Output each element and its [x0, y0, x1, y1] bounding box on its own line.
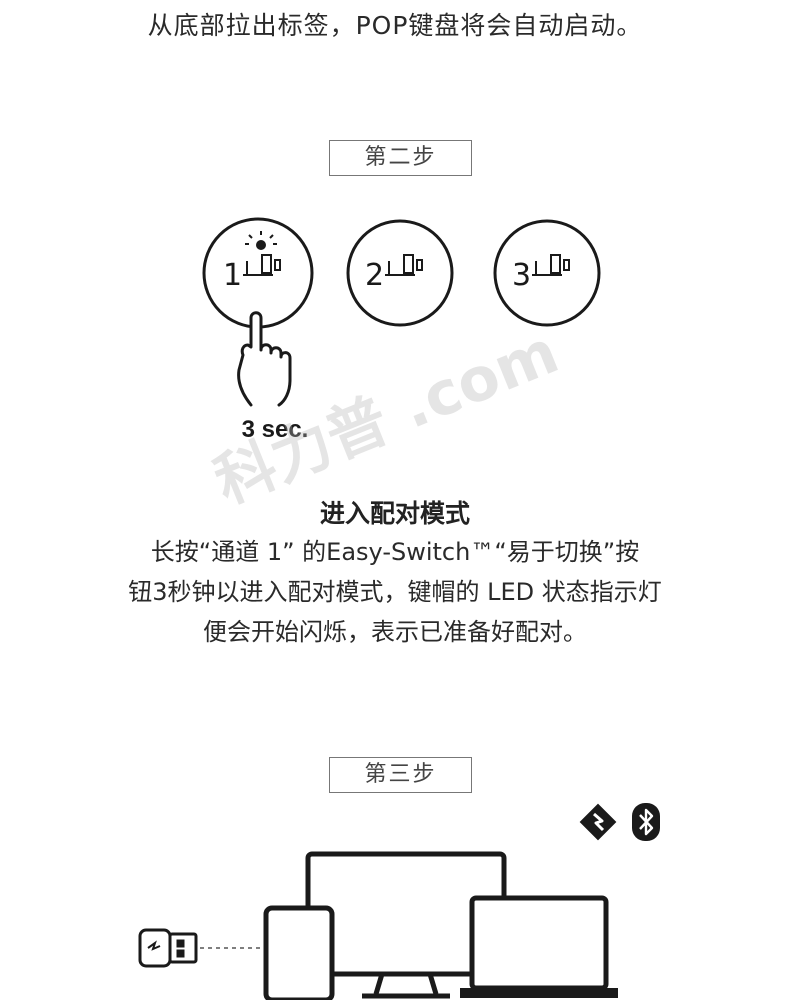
channel-buttons-illustration: 1 2 3	[202, 217, 601, 407]
devices-illustration	[138, 851, 618, 1000]
pairing-title: 进入配对模式	[319, 499, 470, 528]
pairing-line-2: 钮3秒钟以进入配对模式，键帽的 LED 状态指示灯	[128, 578, 662, 606]
channel-1-number: 1	[223, 258, 242, 293]
channel-3-button: 3	[493, 219, 601, 327]
intro-text: 从底部拉出标签，POP键盘将会自动启动。	[147, 11, 643, 40]
hand-press-icon	[237, 311, 292, 407]
hold-time-label: 3 sec.	[241, 416, 309, 443]
devices-icon	[532, 254, 570, 276]
usb-receiver-icon	[138, 928, 198, 968]
pairing-description: 长按“通道 1” 的Easy-Switch™“易于切换”按 钮3秒钟以进入配对模…	[40, 532, 750, 652]
channel-2-number: 2	[365, 258, 384, 293]
tablet-icon	[263, 905, 335, 1000]
devices-icon	[243, 254, 281, 276]
laptop-icon	[460, 895, 618, 998]
channel-1-button: 1	[202, 217, 314, 329]
step-two-label: 第二步	[329, 140, 472, 176]
step-three-label: 第三步	[329, 757, 472, 793]
channel-2-button: 2	[346, 219, 454, 327]
pairing-line-3: 便会开始闪烁，表示已准备好配对。	[203, 618, 587, 646]
logi-bolt-icon	[579, 803, 617, 841]
bluetooth-icon	[632, 803, 660, 841]
channel-3-number: 3	[512, 258, 531, 293]
devices-icon	[385, 254, 423, 276]
connectivity-icons	[579, 803, 660, 841]
led-glow-icon	[245, 231, 277, 250]
pairing-line-1: 长按“通道 1” 的Easy-Switch™“易于切换”按	[150, 538, 640, 566]
